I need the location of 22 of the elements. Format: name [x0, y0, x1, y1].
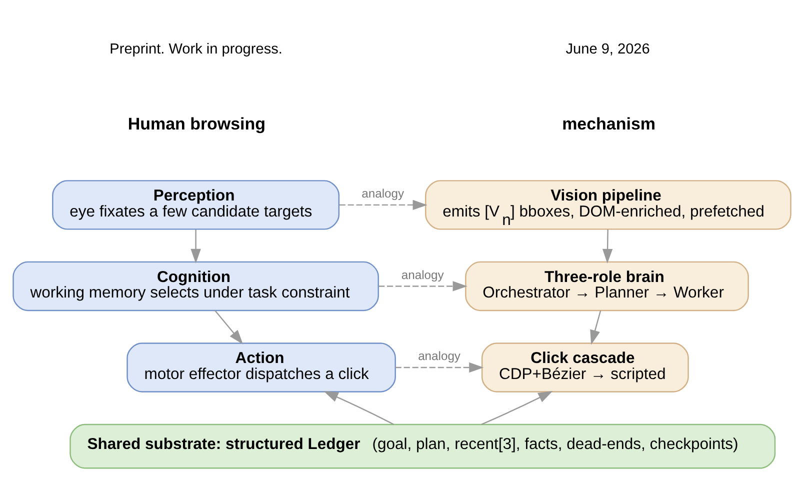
- arrow: [395, 362, 484, 373]
- node-box: Perception eye fixates a few candidate targets: [52, 180, 340, 230]
- label: mechanism: [562, 114, 656, 134]
- label: Preprint. Work in progress.: [110, 41, 282, 58]
- node-box: Action motor effector dispatches a click: [126, 342, 396, 392]
- edge-label: analogy: [362, 186, 404, 201]
- arrow: [339, 200, 428, 210]
- arrow: [481, 391, 553, 425]
- node-box: Three-role brain Orchestrator → Planner → Worker: [465, 261, 749, 312]
- node-box: Click cascade CDP+Bézier → scripted: [481, 342, 689, 392]
- arrow: [190, 229, 201, 264]
- label: Human browsing: [128, 114, 266, 134]
- arrow: [590, 310, 602, 345]
- edge-label: analogy: [418, 349, 460, 364]
- edge-label: analogy: [401, 268, 444, 282]
- arrow: [378, 281, 468, 292]
- arrow: [214, 310, 244, 344]
- label: June 9, 2026: [566, 41, 650, 58]
- arrow: [324, 391, 394, 425]
- node-box: Shared substrate: structured Ledger (goal, plan, recent[3], facts, dead-ends, checkpoints): [70, 424, 776, 469]
- node-box: Cognition working memory selects under task constraint: [12, 261, 379, 312]
- arrow: [602, 229, 613, 264]
